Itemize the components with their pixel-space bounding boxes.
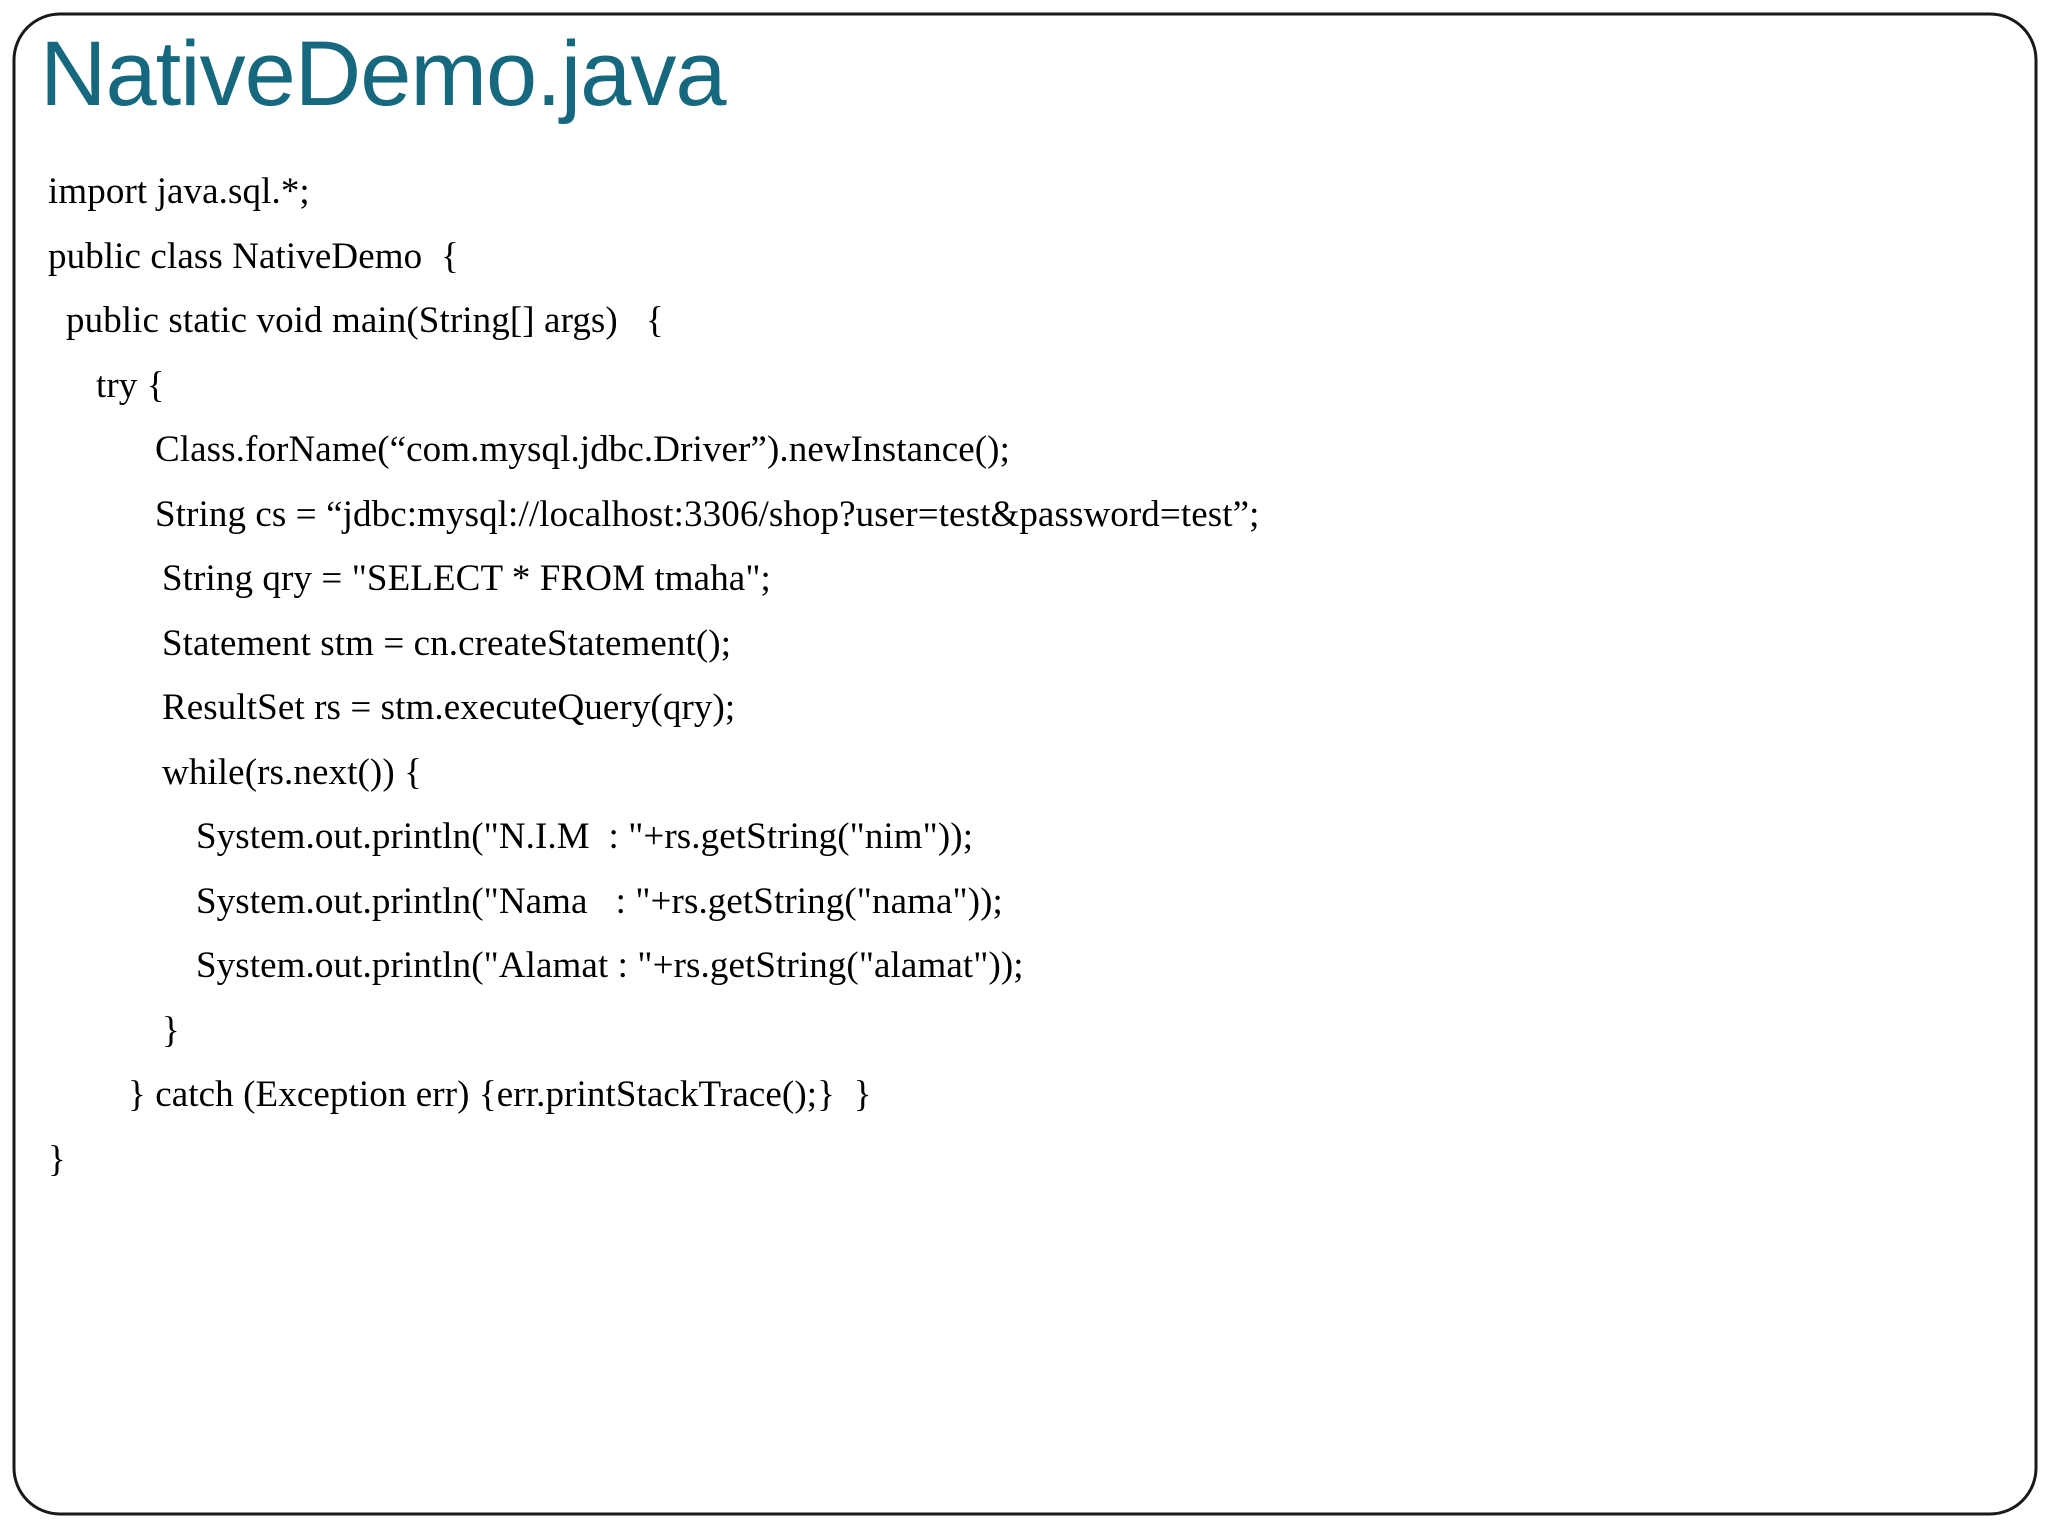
code-line: while(rs.next()) { (162, 751, 422, 793)
code-block: import java.sql.*; public class NativeDem… (0, 160, 2048, 1192)
code-line: ResultSet rs = stm.executeQuery(qry); (162, 687, 736, 728)
code-line: } catch (Exception err) {err.printStackT… (128, 1074, 872, 1115)
code-line: String qry = "SELECT * FROM tmaha"; (162, 558, 771, 599)
code-line: public static void main(String[] args) { (66, 300, 664, 341)
code-line: } (48, 1138, 66, 1180)
page-title: NativeDemo.java (40, 23, 727, 125)
code-line: Class.forName(“com.mysql.jdbc.Driver”).n… (155, 429, 1010, 470)
code-line: System.out.println("Alamat : "+rs.getStr… (196, 945, 1024, 986)
code-line: try { (96, 364, 165, 406)
code-line: } (162, 1009, 180, 1051)
code-line: Statement stm = cn.createStatement(); (162, 622, 732, 664)
code-line: import java.sql.*; (48, 171, 310, 212)
code-line: System.out.println("N.I.M : "+rs.getStri… (196, 816, 974, 857)
code-line: String cs = “jdbc:mysql://localhost:3306… (155, 493, 1260, 535)
code-line: System.out.println("Nama : "+rs.getStrin… (196, 880, 1003, 922)
code-line: public class NativeDemo { (48, 235, 459, 277)
